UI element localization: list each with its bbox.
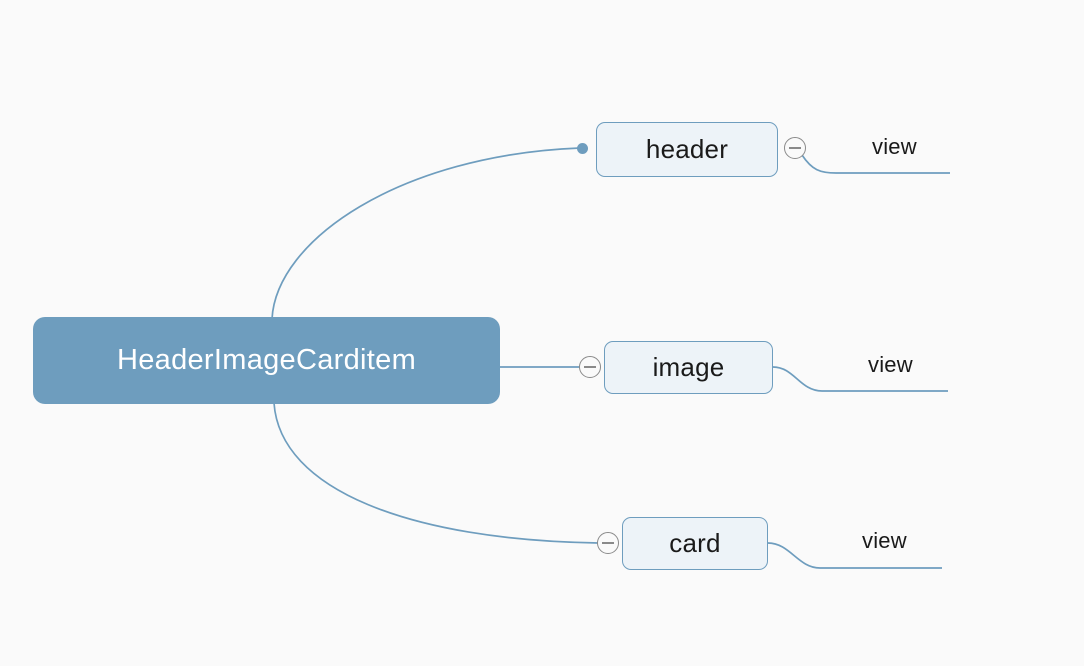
leaf-view-label-card: view — [862, 528, 907, 553]
collapse-minus-icon-image[interactable] — [579, 356, 601, 378]
root-node[interactable]: HeaderImageCarditem — [33, 317, 500, 404]
edge-root-header — [271, 147, 581, 320]
node-image-label: image — [652, 352, 725, 382]
node-header[interactable]: header — [596, 122, 778, 177]
collapse-minus-icon-header[interactable] — [784, 137, 806, 159]
node-card-label: card — [669, 528, 721, 558]
node-header-label: header — [645, 134, 729, 164]
collapse-minus-icon-card[interactable] — [597, 532, 619, 554]
leaf-view-label-image: view — [868, 352, 913, 377]
node-card[interactable]: card — [622, 517, 768, 570]
edge-image-view — [772, 366, 948, 392]
root-node-label: HeaderImageCarditem — [116, 344, 417, 376]
node-image[interactable]: image — [604, 341, 773, 394]
leaf-view-label-header: view — [872, 134, 917, 159]
edge-root-card — [273, 402, 599, 544]
edge-header-view — [801, 154, 950, 174]
edge-card-view — [767, 542, 942, 569]
branch-dot-header — [577, 143, 588, 154]
